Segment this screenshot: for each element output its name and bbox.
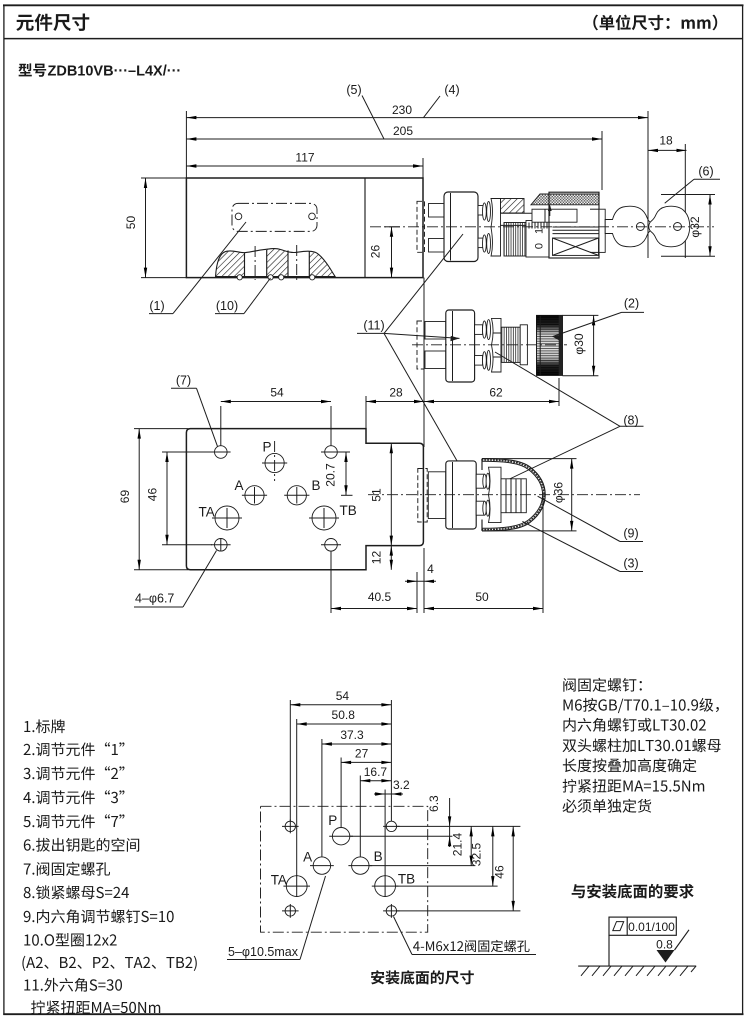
- svg-text:(2): (2): [624, 297, 639, 311]
- svg-text:46: 46: [493, 865, 507, 879]
- svg-text:(4): (4): [444, 83, 459, 97]
- svg-text:21.4: 21.4: [451, 832, 465, 856]
- svg-text:50: 50: [475, 590, 489, 604]
- svg-text:0.01/100: 0.01/100: [628, 920, 675, 934]
- svg-text:37.3: 37.3: [340, 728, 364, 742]
- svg-text:46: 46: [146, 488, 160, 502]
- svg-text:(3): (3): [623, 557, 638, 571]
- svg-text:ZDB10VB···–L4X/···: ZDB10VB···–L4X/···: [48, 64, 182, 80]
- svg-text:B: B: [374, 849, 383, 864]
- svg-text:φ32: φ32: [688, 216, 702, 237]
- svg-text:(9): (9): [623, 527, 638, 541]
- svg-text:32.5: 32.5: [470, 842, 484, 866]
- svg-text:62: 62: [489, 386, 503, 400]
- svg-text:(1): (1): [149, 299, 164, 313]
- svg-text:TA: TA: [199, 505, 215, 520]
- svg-text:3.2: 3.2: [393, 778, 410, 792]
- svg-text:54: 54: [270, 386, 284, 400]
- svg-text:0.8: 0.8: [656, 938, 673, 952]
- svg-text:6.3: 6.3: [427, 795, 441, 812]
- svg-text:φ36: φ36: [552, 482, 566, 503]
- svg-text:φ30: φ30: [572, 333, 586, 354]
- svg-text:(8): (8): [623, 414, 638, 428]
- svg-text:TB: TB: [398, 872, 415, 887]
- svg-text:16.7: 16.7: [364, 765, 388, 779]
- svg-text:12: 12: [370, 551, 384, 565]
- svg-text:20.7: 20.7: [324, 463, 338, 487]
- svg-text:50.8: 50.8: [332, 708, 356, 722]
- svg-text:69: 69: [118, 490, 132, 504]
- svg-text:5–φ10.5max: 5–φ10.5max: [228, 945, 299, 959]
- svg-text:A: A: [235, 478, 244, 493]
- svg-text:117: 117: [295, 151, 314, 165]
- svg-text:(5): (5): [346, 83, 361, 97]
- svg-text:(6): (6): [698, 165, 713, 179]
- svg-text:54: 54: [336, 689, 350, 703]
- svg-text:50: 50: [124, 216, 138, 230]
- svg-text:P: P: [328, 813, 337, 828]
- svg-text:4: 4: [427, 562, 434, 576]
- svg-text:TA: TA: [271, 873, 287, 888]
- svg-text:40.5: 40.5: [368, 590, 392, 604]
- svg-text:230: 230: [392, 103, 412, 117]
- svg-text:TB: TB: [340, 503, 357, 518]
- svg-text:26: 26: [369, 245, 383, 259]
- svg-text:B: B: [312, 478, 321, 493]
- svg-text:A: A: [303, 850, 312, 865]
- svg-text:(7): (7): [176, 374, 191, 388]
- svg-text:4–φ6.7: 4–φ6.7: [135, 592, 174, 606]
- svg-text:18: 18: [659, 134, 673, 148]
- svg-text:(11): (11): [363, 319, 384, 333]
- svg-text:28: 28: [389, 386, 403, 400]
- svg-text:27: 27: [355, 747, 369, 761]
- svg-text:0 1: 0 1: [534, 225, 546, 249]
- svg-text:205: 205: [393, 124, 413, 138]
- svg-text:(10): (10): [216, 299, 238, 313]
- svg-text:P: P: [262, 440, 271, 455]
